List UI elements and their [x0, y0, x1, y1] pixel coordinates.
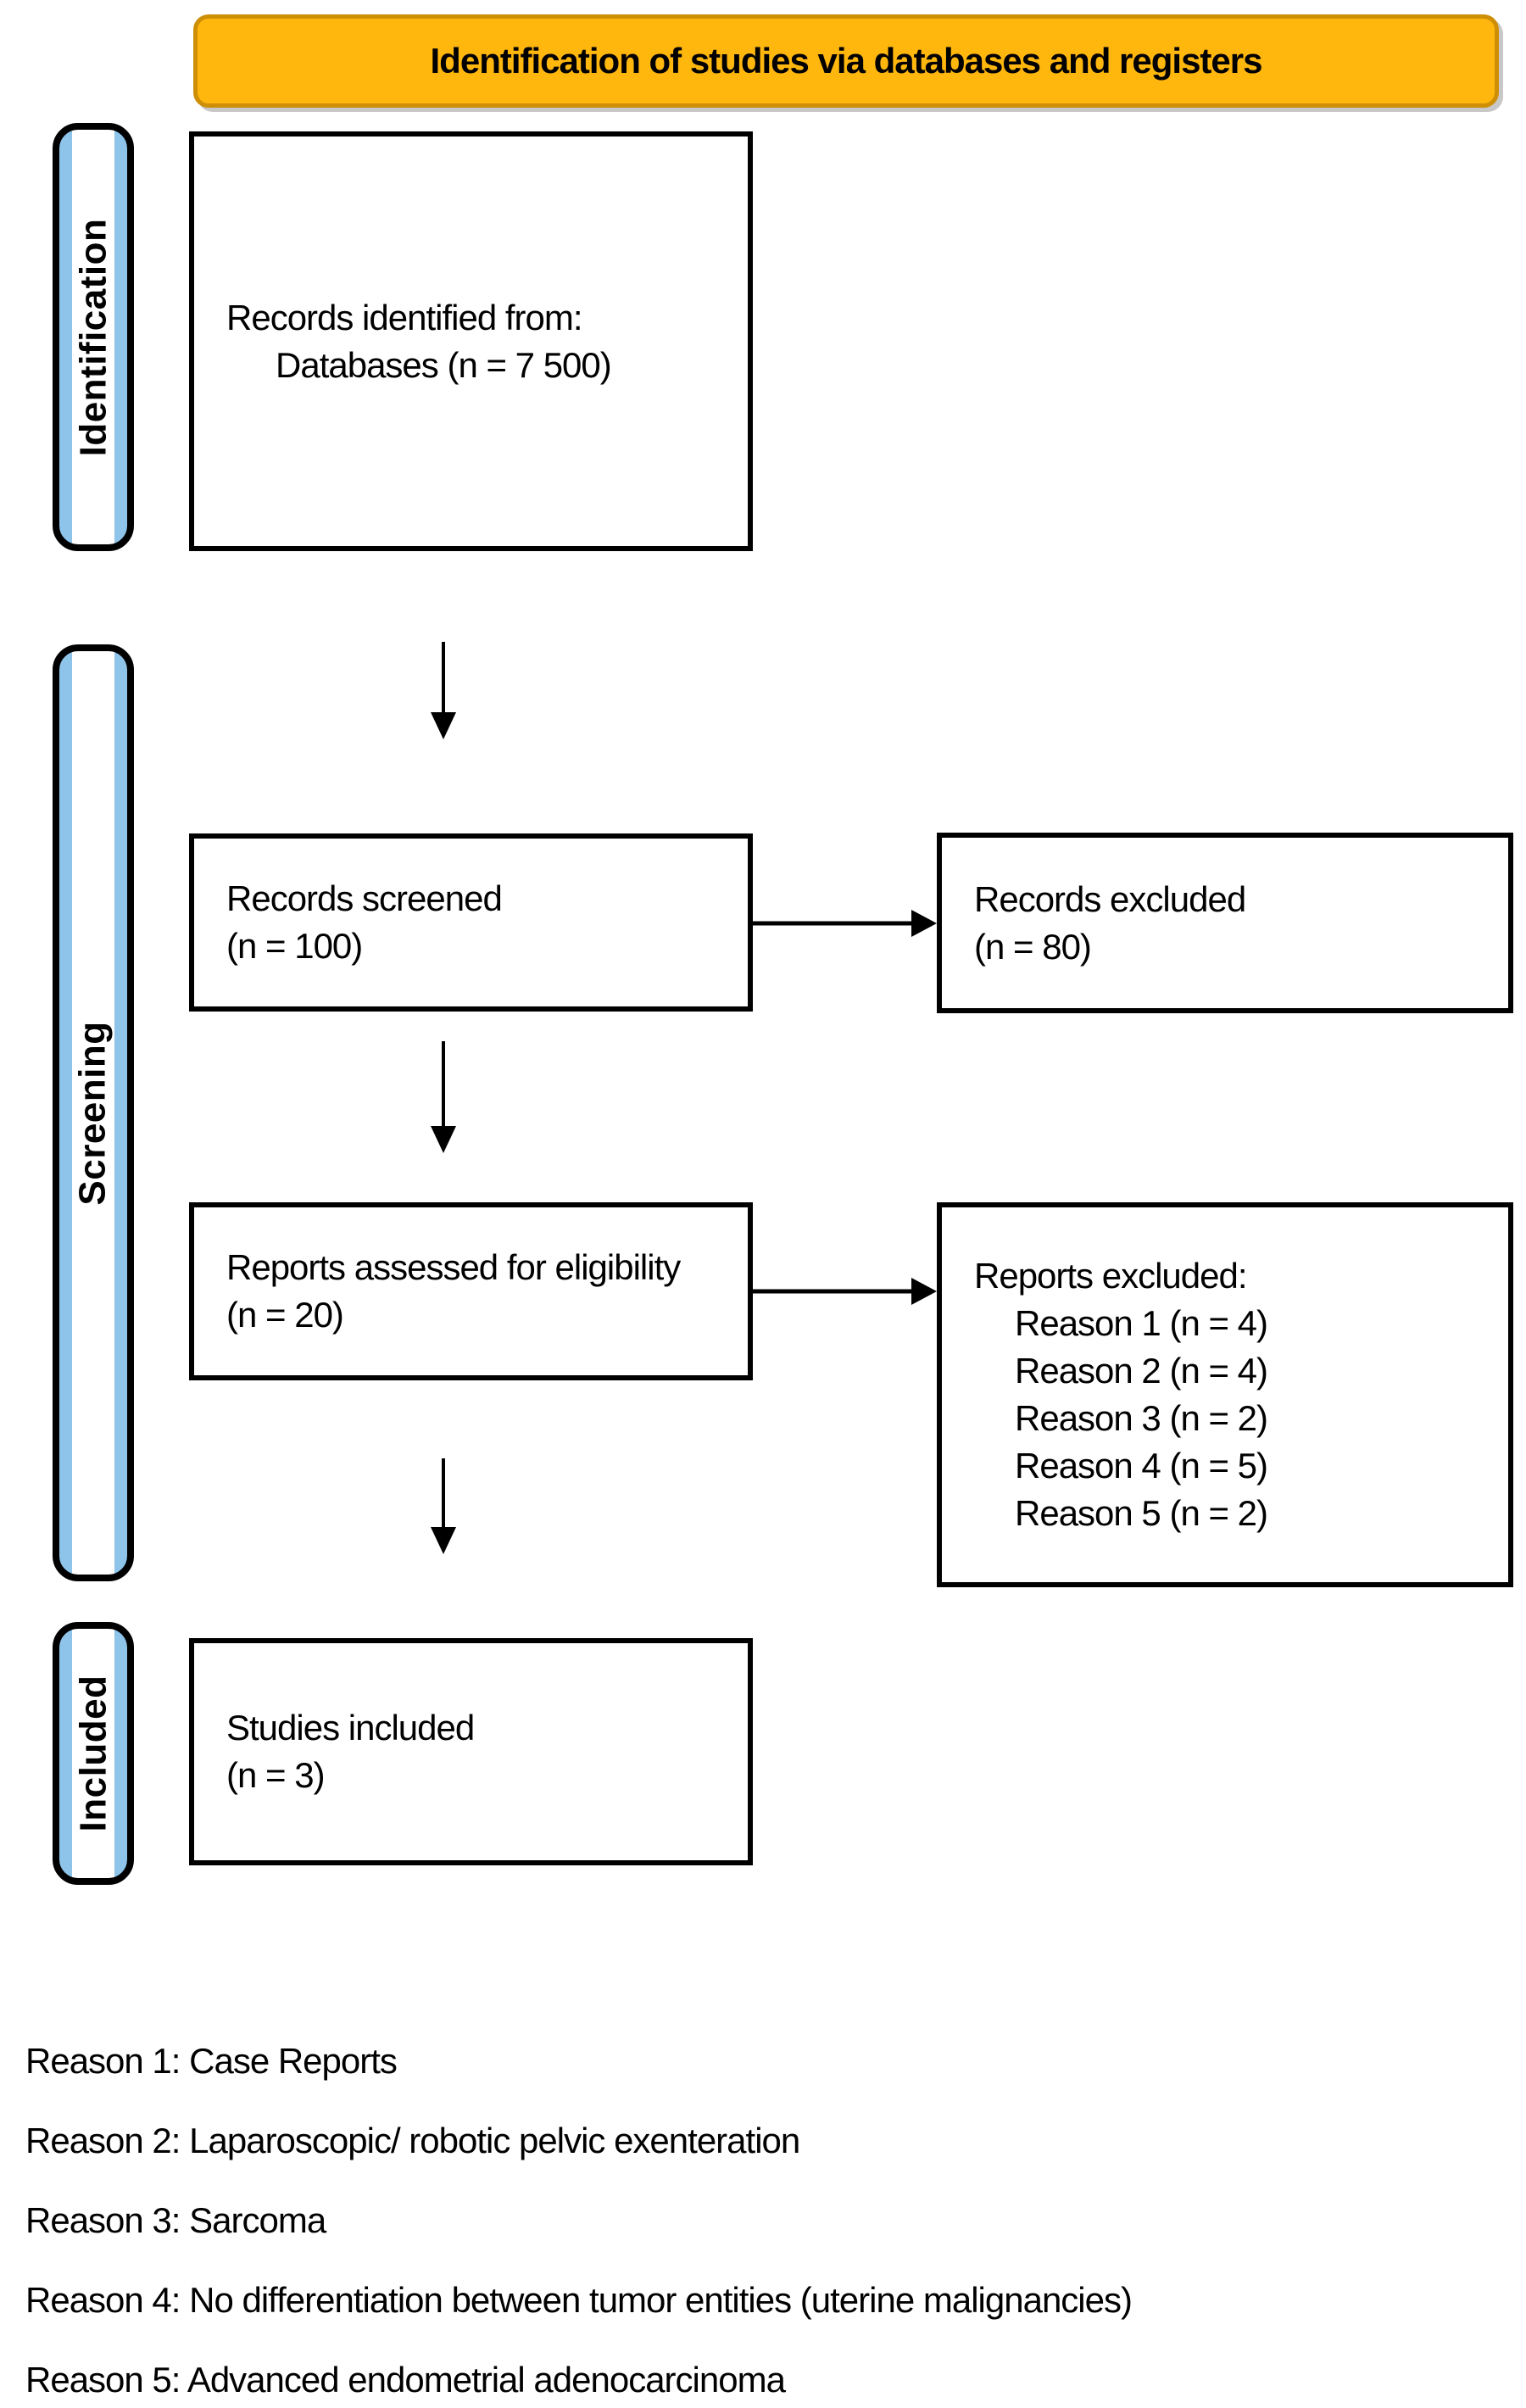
footnote-reason-4: Reason 4: No differentiation between tum…	[25, 2280, 1133, 2320]
stage-label-identification: Identification	[53, 123, 134, 551]
arrow-shaft	[753, 1289, 913, 1294]
node-records-screened: Records screened (n = 100)	[189, 833, 753, 1012]
node-reports-excluded-reason-2: Reason 2 (n = 4)	[1015, 1351, 1268, 1391]
arrow-right-icon	[911, 910, 937, 937]
node-studies-included-line2: (n = 3)	[226, 1755, 326, 1795]
title-banner: Identification of studies via databases …	[193, 14, 1499, 108]
node-reports-assessed-line2: (n = 20)	[226, 1295, 344, 1335]
node-reports-excluded-reason-5: Reason 5 (n = 2)	[1015, 1493, 1268, 1533]
arrow-down-icon	[431, 1527, 456, 1554]
node-reports-assessed: Reports assessed for eligibility (n = 20…	[189, 1202, 753, 1380]
footnote-reason-1: Reason 1: Case Reports	[25, 2041, 398, 2081]
arrow-down-screened-to-assessed	[430, 1041, 457, 1153]
node-reports-excluded-reason-3: Reason 3 (n = 2)	[1015, 1398, 1268, 1438]
arrow-right-assessed-to-excluded	[753, 1278, 937, 1305]
node-records-identified-line2: Databases (n = 7 500)	[276, 344, 612, 385]
stage-label-screening: Screening	[53, 644, 134, 1581]
footnote-reason-2: Reason 2: Laparoscopic/ robotic pelvic e…	[25, 2121, 800, 2160]
arrow-right-screened-to-excluded	[753, 910, 937, 937]
node-records-screened-line1: Records screened	[226, 878, 503, 918]
node-reports-excluded: Reports excluded: Reason 1 (n = 4) Reaso…	[937, 1202, 1513, 1587]
title-text: Identification of studies via databases …	[430, 41, 1263, 81]
arrow-down-assessed-to-included	[430, 1458, 457, 1554]
node-studies-included: Studies included (n = 3)	[189, 1638, 753, 1865]
arrow-down-identified-to-screened	[430, 642, 457, 739]
footnote-reason-3: Reason 3: Sarcoma	[25, 2200, 326, 2240]
stage-label-included: Included	[53, 1622, 134, 1885]
node-records-identified-line1: Records identified from:	[226, 297, 583, 337]
node-records-excluded-line1: Records excluded	[974, 878, 1246, 919]
node-records-excluded: Records excluded (n = 80)	[937, 833, 1513, 1013]
arrow-down-icon	[431, 1126, 456, 1153]
stage-label-screening-text: Screening	[72, 1020, 114, 1206]
node-reports-assessed-line1: Reports assessed for eligibility	[226, 1247, 681, 1287]
stage-label-identification-text: Identification	[72, 218, 114, 456]
arrow-shaft	[442, 1041, 445, 1128]
node-reports-excluded-reason-1: Reason 1 (n = 4)	[1015, 1303, 1268, 1343]
arrow-shaft	[442, 642, 445, 714]
arrow-shaft	[753, 921, 913, 926]
stage-label-included-text: Included	[72, 1675, 114, 1832]
arrow-down-icon	[431, 712, 456, 739]
arrow-shaft	[442, 1458, 445, 1529]
arrow-right-icon	[911, 1278, 937, 1305]
node-records-screened-line2: (n = 100)	[226, 926, 363, 966]
footnote-reason-5: Reason 5: Advanced endometrial adenocarc…	[25, 2360, 786, 2400]
node-reports-excluded-reason-4: Reason 4 (n = 5)	[1015, 1446, 1268, 1485]
node-studies-included-line1: Studies included	[226, 1708, 475, 1747]
node-reports-excluded-title: Reports excluded:	[974, 1256, 1248, 1296]
node-records-excluded-line2: (n = 80)	[974, 926, 1092, 967]
node-records-identified: Records identified from: Databases (n = …	[189, 131, 753, 551]
